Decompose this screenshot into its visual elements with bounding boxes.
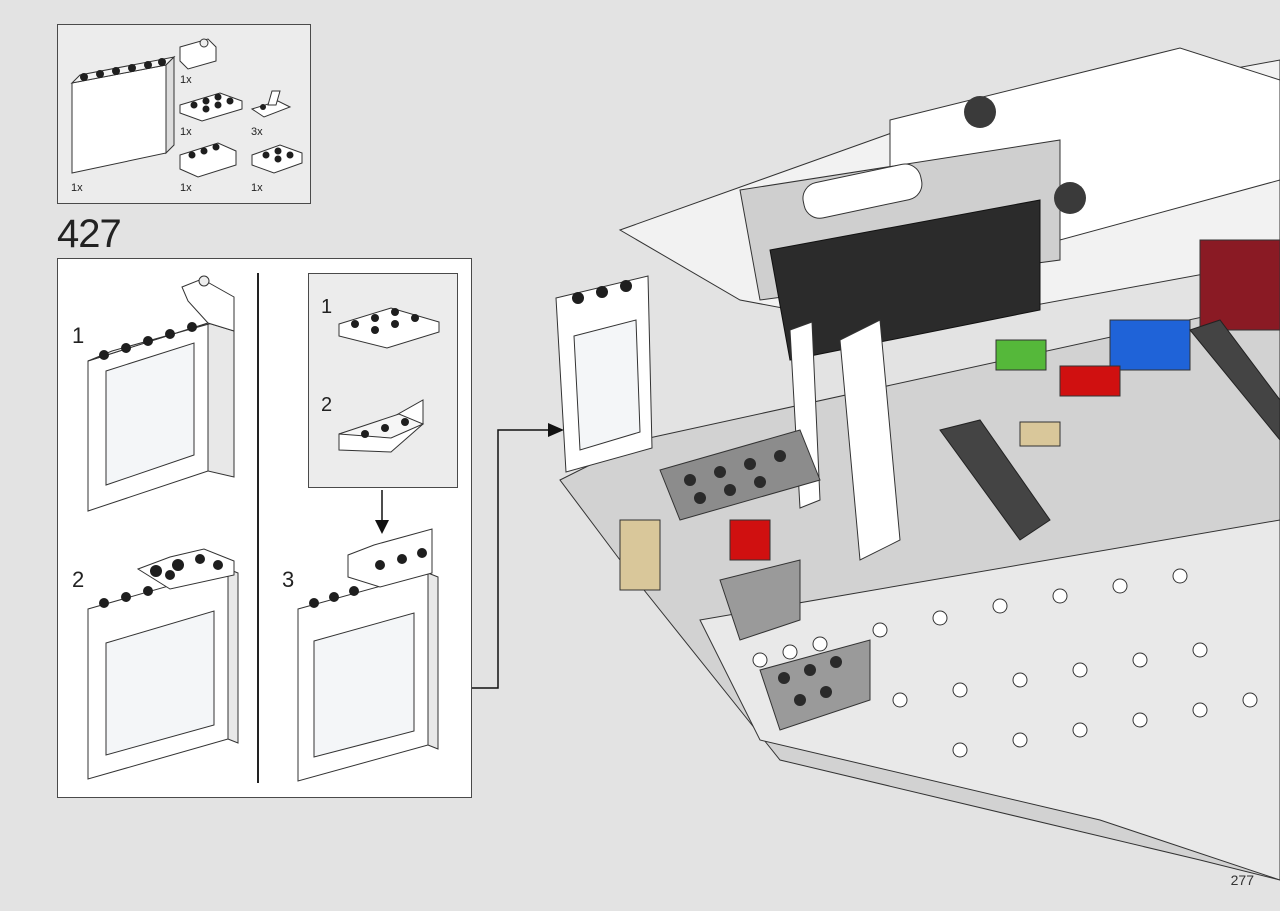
page-number: 277 <box>1230 872 1254 888</box>
panel-divider <box>257 273 259 783</box>
part-qty: 1x <box>180 74 192 86</box>
inset-step-number: 2 <box>321 394 333 416</box>
parts-list-box: 1x 1x 1x 3x 1x 1x <box>57 24 311 204</box>
inset-illustration <box>338 307 440 453</box>
part-qty: 1x <box>251 182 263 194</box>
parts-illustration <box>70 38 303 178</box>
connector-arrow <box>472 423 564 689</box>
substep-number: 1 <box>72 323 85 348</box>
substep-number: 2 <box>72 567 85 592</box>
part-qty: 1x <box>71 182 83 194</box>
part-qty: 1x <box>180 126 192 138</box>
sub-assembly-panel: 1 2 3 <box>57 258 472 798</box>
part-qty: 3x <box>251 126 263 138</box>
inset-box: 1 2 <box>308 273 458 488</box>
substep-3-model <box>297 528 439 782</box>
step-number: 427 <box>57 212 122 256</box>
substep-1-model <box>87 275 235 512</box>
sub-assembly-illustration <box>87 275 439 782</box>
substep-2-model <box>87 548 239 780</box>
substep-number: 3 <box>282 567 295 592</box>
inset-step-number: 1 <box>321 296 333 318</box>
part-qty: 1x <box>180 182 192 194</box>
main-model <box>555 47 1280 881</box>
